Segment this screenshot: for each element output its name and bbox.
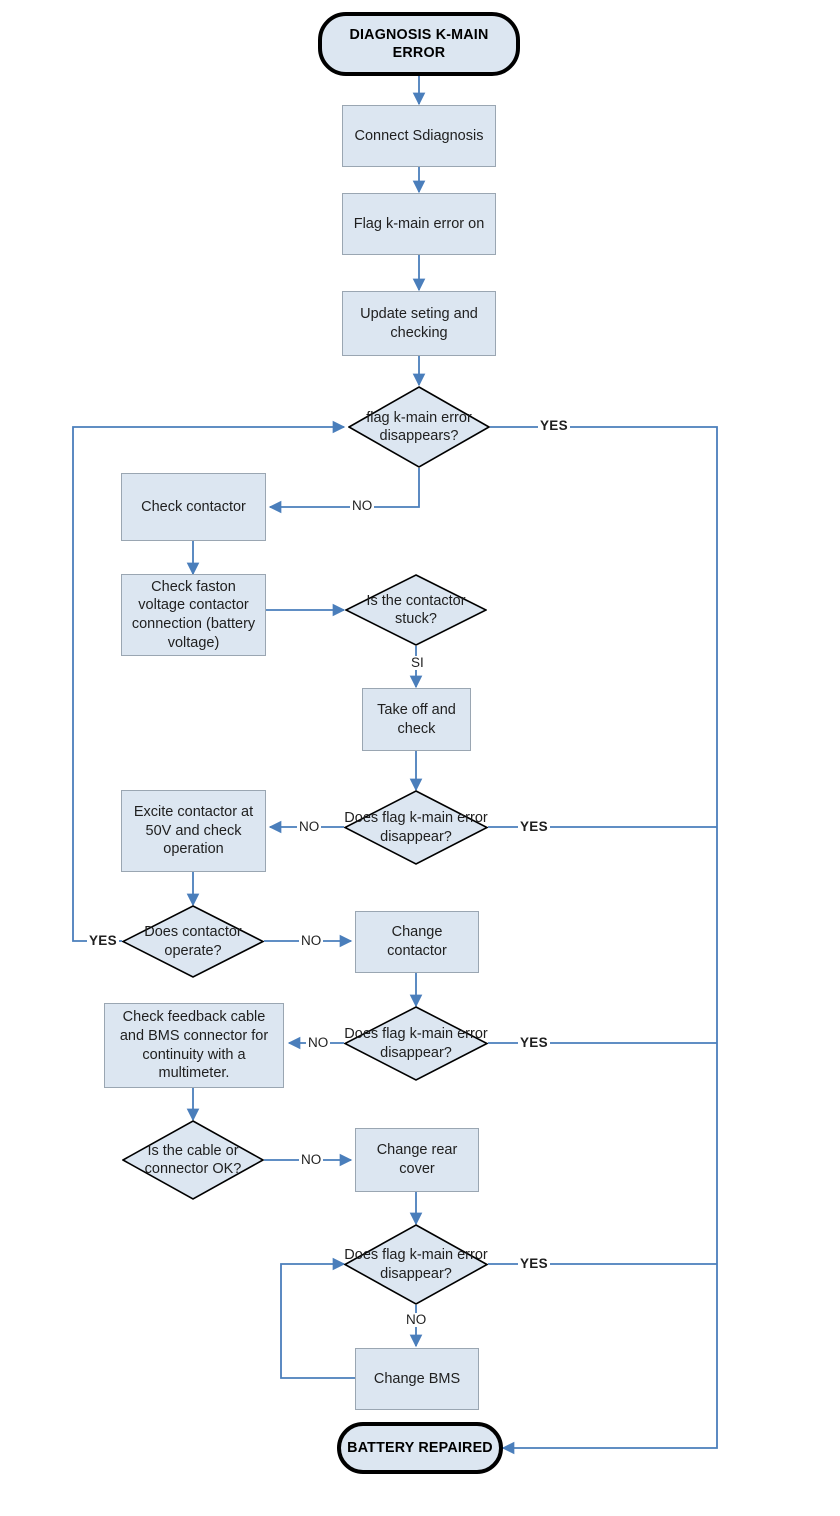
node-label: Take off and check (377, 701, 456, 737)
diamond-shape (122, 1120, 264, 1200)
node-change-contactor[interactable]: Change contactor (355, 911, 479, 973)
diamond-shape (122, 905, 264, 978)
node-label: BATTERY REPAIRED (347, 1439, 493, 1456)
node-label: Update seting and checking (360, 305, 478, 341)
edge-dec1-yes (490, 426, 718, 1455)
node-label: Check contactor (141, 498, 246, 515)
node-check-contactor[interactable]: Check contactor (121, 473, 266, 541)
node-label: Does flag k-main error disappear? (344, 1247, 488, 1282)
edge-label-dec1-no: NO (350, 498, 375, 513)
node-decision-contactor-stuck[interactable]: Is the contactor stuck? (345, 574, 487, 646)
edge-label-deccable-no: NO (299, 1152, 324, 1167)
node-label: Excite contactor at 50V and check operat… (133, 804, 254, 858)
diamond-shape (348, 386, 490, 468)
node-decision-contactor-operate[interactable]: Does contactor operate? (122, 905, 264, 978)
node-decision-flag-disappear-3[interactable]: Does flag k-main error disappear? (344, 1006, 488, 1081)
edge-dec1-no (268, 468, 420, 514)
edge-label-dec2-yes: YES (518, 819, 550, 834)
node-label: Is the contactor stuck? (366, 592, 466, 627)
edge-label-dec4-yes: YES (518, 1256, 550, 1271)
node-label: Does contactor operate? (144, 924, 242, 959)
edge-label-decoperate-yes: YES (87, 933, 119, 948)
node-excite-contactor-50v[interactable]: Excite contactor at 50V and check operat… (121, 790, 266, 872)
node-label: Change contactor (387, 924, 447, 959)
node-check-faston-voltage[interactable]: Check faston voltage contactor connectio… (121, 574, 266, 656)
node-update-setting-checking[interactable]: Update seting and checking (342, 291, 496, 356)
node-label: Check faston voltage contactor connectio… (131, 578, 256, 651)
edge-label-dec1-yes: YES (538, 418, 570, 433)
edge-label-dec4-no: NO (404, 1312, 429, 1327)
node-battery-repaired[interactable]: BATTERY REPAIRED (337, 1422, 503, 1474)
edge-label-decoperate-no: NO (299, 933, 324, 948)
node-start-diagnosis[interactable]: DIAGNOSIS K-MAIN ERROR (318, 12, 520, 76)
diamond-shape (344, 1224, 488, 1305)
node-decision-flag-disappears[interactable]: flag k-main error disappears? (348, 386, 490, 468)
node-label: Check feedback cable and BMS connector f… (119, 1009, 269, 1082)
edge-label-dec2-no: NO (297, 819, 322, 834)
node-label: Flag k-main error on (353, 215, 485, 232)
node-label: DIAGNOSIS K-MAIN ERROR (349, 26, 489, 61)
node-label: Change rear cover (376, 1142, 458, 1177)
node-label: Change BMS (373, 1370, 461, 1387)
node-flag-kmain-error-on[interactable]: Flag k-main error on (342, 193, 496, 255)
node-label: Connect Sdiagnosis (354, 127, 484, 144)
node-label: flag k-main error disappears? (366, 409, 472, 444)
node-connect-sdiagnosis[interactable]: Connect Sdiagnosis (342, 105, 496, 167)
diamond-shape (345, 574, 487, 646)
edge-label-dec3-no: NO (306, 1035, 331, 1050)
node-change-rear-cover[interactable]: Change rear cover (355, 1128, 479, 1192)
diamond-shape (344, 790, 488, 865)
node-change-bms[interactable]: Change BMS (355, 1348, 479, 1410)
node-label: Is the cable or connector OK? (144, 1142, 242, 1177)
node-label: Does flag k-main error disappear? (344, 1026, 488, 1061)
diamond-shape (344, 1006, 488, 1081)
node-decision-cable-connector-ok[interactable]: Is the cable or connector OK? (122, 1120, 264, 1200)
node-take-off-and-check[interactable]: Take off and check (362, 688, 471, 751)
node-check-feedback-cable[interactable]: Check feedback cable and BMS connector f… (104, 1003, 284, 1088)
node-label: Does flag k-main error disappear? (344, 810, 488, 845)
edge-label-dec3-yes: YES (518, 1035, 550, 1050)
edge-label-decstuck-si: SI (409, 655, 426, 670)
node-decision-flag-disappear-4[interactable]: Does flag k-main error disappear? (344, 1224, 488, 1305)
node-decision-flag-disappear-2[interactable]: Does flag k-main error disappear? (344, 790, 488, 865)
